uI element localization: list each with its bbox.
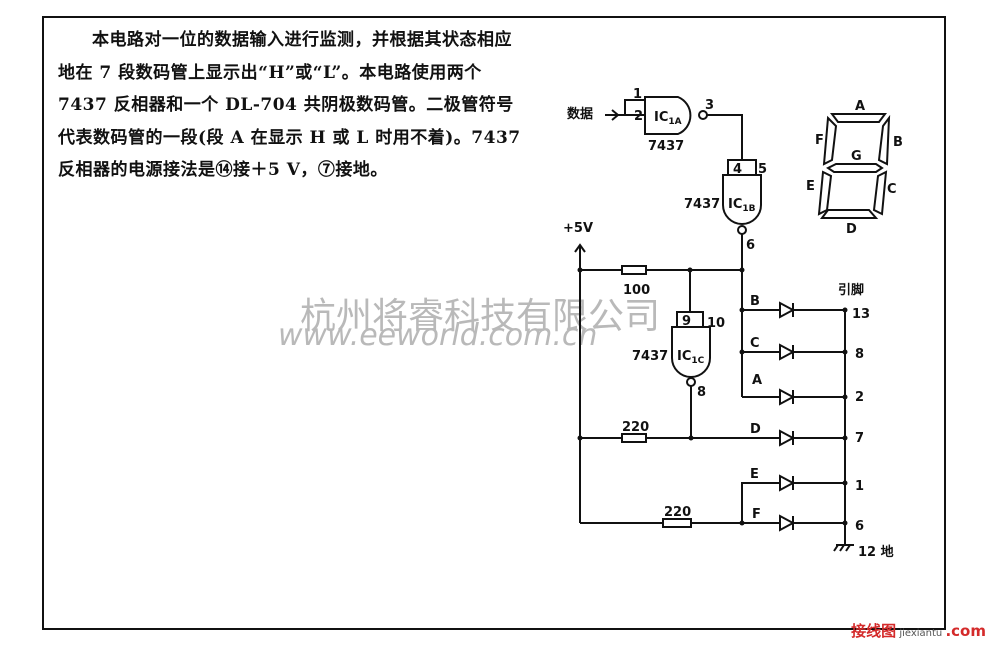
ic1b-pin6: 6 — [746, 238, 755, 253]
diode — [779, 514, 796, 532]
display-label-e: E — [806, 179, 815, 194]
pin-header: 引脚 — [838, 282, 864, 298]
seg-label-c: C — [750, 336, 760, 351]
resistor-220-d — [621, 433, 647, 443]
ic1a-pin2: 2 — [634, 109, 643, 124]
resistor-220-f — [662, 518, 692, 528]
ic1a-pin1: 1 — [633, 87, 642, 102]
ic1b-pin4: 4 — [733, 162, 742, 177]
ic1c-gate — [671, 326, 711, 378]
display-label-b: B — [893, 135, 903, 150]
display-label-d: D — [846, 222, 857, 237]
ic1b-part: 7437 — [684, 197, 720, 212]
pin-number: 6 — [855, 519, 864, 534]
resistor-220-f-label: 220 — [664, 505, 691, 520]
watermark-company: 杭州将睿科技有限公司 — [300, 296, 660, 337]
description-text: 本电路对一位的数据输入进行监测，并根据其状态相应地在 7 段数码管上显示出“H”… — [58, 24, 528, 187]
resistor-100 — [621, 265, 647, 275]
pin-number: 13 — [852, 307, 870, 322]
ic1a-name: IC1A — [654, 110, 682, 127]
seg-label-a: A — [752, 373, 762, 388]
diode-group — [779, 301, 848, 532]
input-label: 数据 — [567, 106, 593, 122]
diode — [779, 429, 796, 447]
supply-label: +5V — [563, 221, 593, 236]
diode — [779, 388, 796, 406]
seg-label-d: D — [750, 422, 761, 437]
ground-hatch — [833, 544, 839, 552]
display-label-g: G — [851, 149, 862, 164]
input-pin1-wire — [624, 99, 645, 115]
display-label-a: A — [855, 99, 865, 114]
ic1a-out-wire — [707, 114, 743, 160]
ic1c-pin9: 9 — [682, 314, 691, 329]
ic1c-bubble — [686, 377, 696, 387]
ic1c-part: 7437 — [632, 349, 668, 364]
footer-site: 接线图 — [851, 622, 897, 640]
junction-dot — [688, 435, 694, 441]
resistor-220-d-label: 220 — [622, 420, 649, 435]
pin-number: 2 — [855, 390, 864, 405]
diode — [779, 301, 796, 319]
pin-number: 7 — [855, 431, 864, 446]
display-label-f: F — [815, 133, 824, 148]
ic1b-pin5: 5 — [758, 162, 767, 177]
footer-domain: .com — [945, 622, 986, 640]
supply-arrow — [574, 243, 586, 253]
figure-frame — [42, 16, 946, 630]
display-label-c: C — [887, 182, 897, 197]
footer-logo: 接线图 jiexiantu .com — [851, 620, 986, 641]
ic1b-name: IC1B — [728, 197, 756, 214]
footer-url: jiexiantu — [899, 628, 943, 639]
junction-dot — [739, 349, 745, 355]
junction-dot — [739, 520, 745, 526]
junction-dot — [739, 267, 745, 273]
seven-segment-icon — [817, 113, 891, 219]
diode — [779, 474, 796, 492]
description-paragraph: 本电路对一位的数据输入进行监测，并根据其状态相应地在 7 段数码管上显示出“H”… — [58, 30, 521, 180]
ic1b-input-box — [727, 159, 757, 176]
segment-e-wire — [741, 482, 780, 523]
ground-hatch — [839, 544, 845, 552]
ic1c-pin10: 10 — [707, 316, 725, 331]
seg-label-f: F — [752, 507, 761, 522]
resistor-100-label: 100 — [623, 283, 650, 298]
pin-number: 8 — [855, 347, 864, 362]
pin-number: 1 — [855, 479, 864, 494]
junction-dot — [577, 267, 583, 273]
ic1c-name: IC1C — [677, 349, 705, 366]
input-arrow — [611, 109, 620, 121]
ic1b-bubble — [737, 225, 747, 235]
ic1b-gate — [722, 174, 762, 225]
diode — [779, 343, 796, 361]
seg-label-e: E — [750, 467, 759, 482]
ic1c-pin8: 8 — [697, 385, 706, 400]
ic1a-part: 7437 — [648, 139, 684, 154]
ic1a-pin3: 3 — [705, 98, 714, 113]
ic1a-gate — [644, 96, 692, 135]
watermark-url: www.eeworld.com.cn — [278, 318, 597, 353]
ground-label: 12 地 — [858, 544, 894, 560]
seg-label-b: B — [750, 294, 760, 309]
junction-dot — [739, 307, 745, 313]
junction-dot — [577, 435, 583, 441]
ground-hatch — [845, 544, 851, 552]
